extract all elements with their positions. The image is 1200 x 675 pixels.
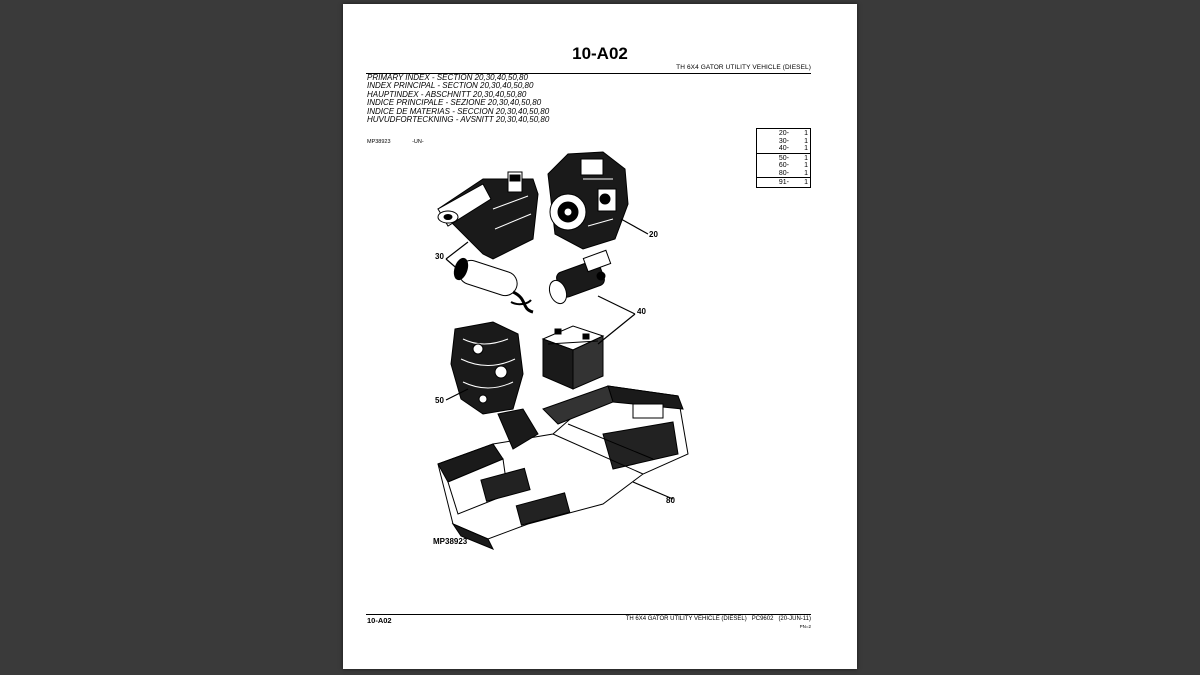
qty-row: 20-1: [778, 130, 808, 137]
qty-group: 91-1: [757, 178, 810, 187]
part-20-engine: [547, 151, 629, 250]
leader-lines: [445, 218, 674, 500]
qty-row: 91-1: [778, 179, 808, 186]
ref-code: MP38923: [367, 139, 391, 145]
page-title: 10-A02: [572, 44, 628, 63]
qty-group: 20-1 30-1 40-1: [757, 129, 810, 154]
index-block: PRIMARY INDEX - SECTION 20,30,40,50,80 I…: [367, 73, 550, 125]
header-vehicle: TH 6X4 GATOR UTILITY VEHICLE (DIESEL): [676, 64, 811, 71]
qty-row: 40-1: [778, 145, 808, 152]
footer-page-number: 10-A02: [367, 616, 392, 625]
footer-info: TH 6X4 GATOR UTILITY VEHICLE (DIESEL) PC…: [626, 616, 811, 630]
qty-row: 80-1: [778, 169, 808, 177]
ref-suffix: -UN-: [412, 139, 424, 145]
qty-row: 50-1: [778, 154, 808, 162]
callout-20: 20: [649, 230, 658, 239]
footer-code: PC9602: [751, 616, 774, 622]
footer-date: (20-JUN-11): [778, 616, 811, 622]
part-80-frame: [437, 385, 689, 550]
quantity-table: 20-1 30-1 40-1 50-1 60-1 80-1 91-1: [756, 128, 811, 188]
footer-rule: [366, 614, 811, 615]
part-40-starter: [548, 249, 612, 305]
index-line: HAUPTINDEX - ABSCHNITT 20,30,40,50,80: [367, 89, 527, 99]
callout-40: 40: [637, 307, 646, 316]
header-rule: [366, 73, 811, 74]
index-line: INDICE DE MATERIAS - SECCION 20,30,40,50…: [367, 106, 550, 116]
index-line: INDICE PRINCIPALE - SEZIONE 20,30,40,50,…: [367, 98, 542, 108]
part-50-transaxle: [450, 321, 524, 415]
part-40-battery: [541, 325, 605, 390]
qty-row: 30-1: [778, 137, 808, 145]
qty-group: 50-1 60-1 80-1: [757, 154, 810, 178]
index-line: HUVUDFORTECKNING - AVSNITT 20,30,40,50,8…: [367, 115, 550, 125]
qty-row: 60-1: [778, 162, 808, 169]
footer-vehicle: TH 6X4 GATOR UTILITY VEHICLE (DIESEL): [625, 616, 747, 622]
index-line: INDEX PRINCIPAL - SECTION 20,30,40,50,80: [367, 81, 534, 91]
part-30-muffler: [453, 257, 534, 314]
part-30-tank: [437, 171, 539, 260]
footer-stamp: PN=2: [799, 624, 811, 629]
catalog-page: 10-A02 TH 6X4 GATOR UTILITY VEHICLE (DIE…: [343, 4, 857, 669]
index-line: PRIMARY INDEX - SECTION 20,30,40,50,80: [367, 73, 528, 82]
callout-80: 80: [666, 496, 675, 505]
callout-50: 50: [435, 396, 444, 405]
callout-30: 30: [435, 252, 444, 261]
figure-reference: MP38923 -UN-: [367, 139, 444, 145]
figure-id: MP38923: [433, 537, 468, 546]
exploded-view-illustration: [437, 151, 689, 550]
